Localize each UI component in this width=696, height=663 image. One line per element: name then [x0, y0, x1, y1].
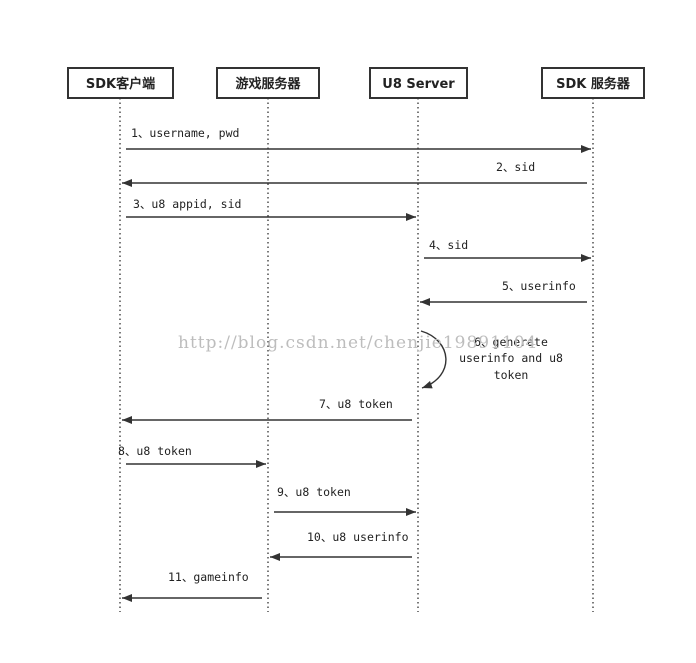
actor-sdk: SDK 服务器	[541, 67, 645, 99]
message-label-10: 10、u8 userinfo	[307, 530, 409, 544]
actor-box-game	[216, 67, 320, 99]
message-3: 3、u8 appid, sid	[126, 197, 416, 221]
message-5: 5、userinfo	[420, 279, 587, 306]
actor-box-client	[67, 67, 174, 99]
message-8: 8、u8 token	[118, 444, 266, 468]
message-label-8: 8、u8 token	[118, 444, 192, 458]
message-label-5: 5、userinfo	[502, 279, 576, 293]
actor-label-client: SDK客户端	[86, 76, 155, 92]
watermark: http://blog.csdn.net/chenjie19891104	[178, 333, 537, 353]
message-6: 6、generate userinfo and u8 token	[420, 330, 563, 389]
actor-box-sdk	[541, 67, 645, 99]
message-10: 10、u8 userinfo	[270, 530, 412, 561]
actors-layer: SDK客户端 游戏服务器 U8 Server SDK 服务器	[67, 67, 645, 99]
actor-box-u8	[369, 67, 468, 99]
message-1: 1、username, pwd	[126, 126, 591, 153]
message-2: 2、sid	[122, 160, 587, 187]
actor-label-sdk: SDK 服务器	[556, 76, 631, 92]
message-label-6-line-2: userinfo and u8	[459, 351, 563, 365]
message-label-11: 11、gameinfo	[168, 570, 249, 584]
actor-game: 游戏服务器	[216, 67, 320, 99]
message-9: 9、u8 token	[274, 485, 416, 516]
message-label-3: 3、u8 appid, sid	[133, 197, 241, 211]
message-label-6-line-1: 6、generate	[474, 335, 548, 349]
message-label-6-line-3: token	[494, 368, 529, 382]
message-label-1: 1、username, pwd	[131, 126, 239, 140]
actor-label-u8: U8 Server	[382, 77, 455, 92]
messages-layer: 1、username, pwd 2、sid 3、u8 appid, sid 4、sid…	[118, 126, 591, 602]
message-4: 4、sid	[424, 238, 591, 262]
message-7: 7、u8 token	[122, 397, 412, 424]
message-label-7: 7、u8 token	[319, 397, 393, 411]
actor-client: SDK客户端	[67, 67, 174, 99]
message-label-2: 2、sid	[496, 160, 535, 174]
message-label-4: 4、sid	[429, 238, 468, 252]
actor-u8: U8 Server	[369, 67, 468, 99]
actor-label-game: 游戏服务器	[235, 76, 301, 92]
message-arrow-6	[420, 330, 447, 389]
message-label-9: 9、u8 token	[277, 485, 351, 499]
message-11: 11、gameinfo	[122, 570, 262, 602]
